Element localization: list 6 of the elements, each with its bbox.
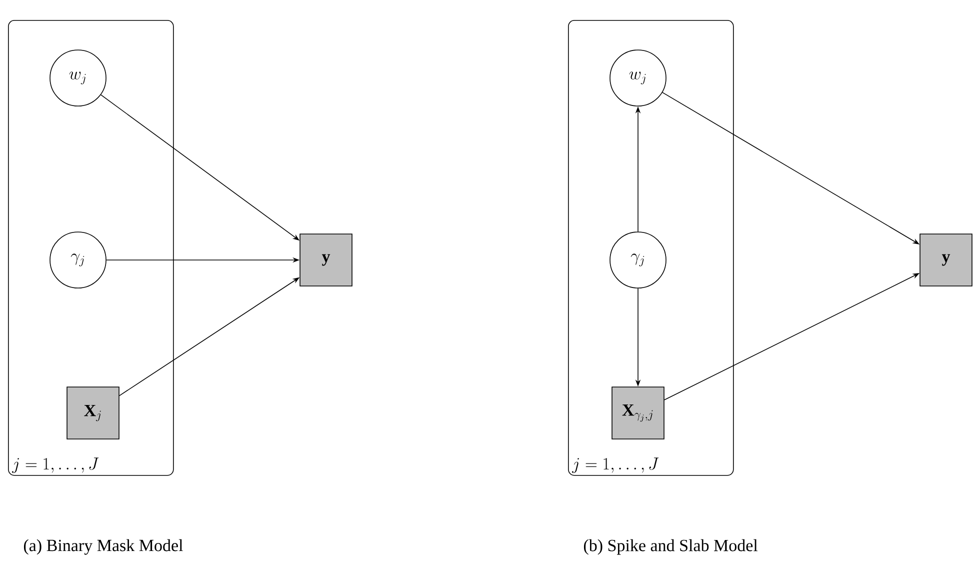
- caption: (b) Spike and Slab Model: [584, 539, 758, 555]
- caption: (a) Binary Mask Model: [24, 539, 183, 555]
- observed-box: $\mathbf{y}$: [920, 234, 972, 286]
- observed-box: $\mathbf{y}$: [300, 234, 352, 286]
- observed-box: $\mathbf{X}_{\gamma_j,j}$: [612, 386, 664, 440]
- observed-box: $\mathbf{X}_j$: [66, 386, 120, 440]
